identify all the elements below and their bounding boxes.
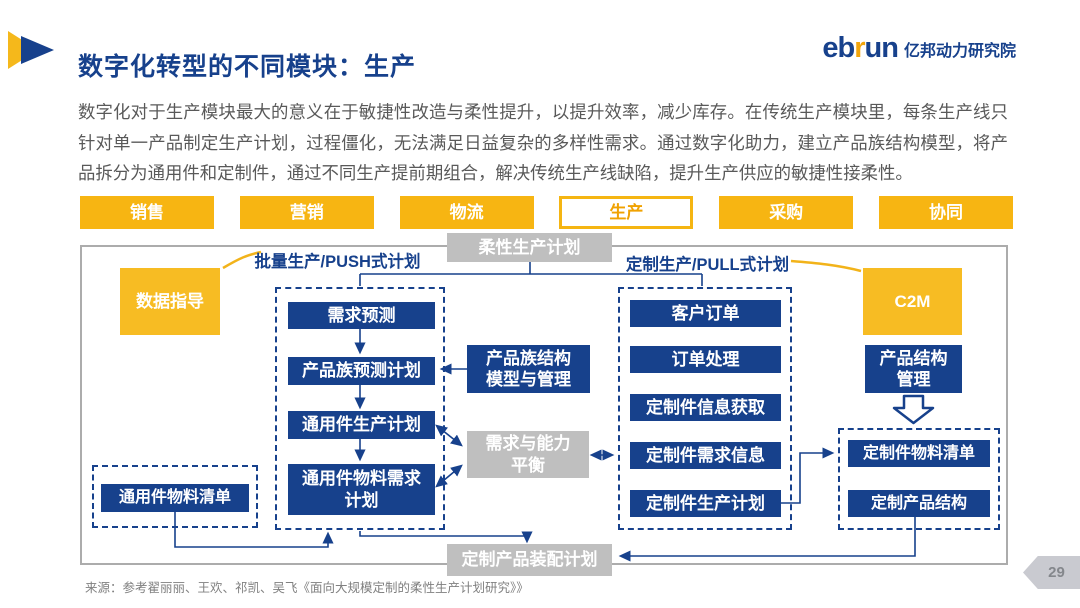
tab-marketing[interactable]: 营销 (239, 196, 374, 229)
node-demand-forecast: 需求预测 (288, 302, 435, 329)
tab-procurement[interactable]: 采购 (719, 196, 854, 229)
intro-paragraph: 数字化对于生产模块最大的意义在于敏捷性改造与柔性提升，以提升效率，减少库存。在传… (78, 102, 1008, 184)
label-pull-plan: 定制生产/PULL式计划 (625, 256, 790, 274)
label-push-plan: 批量生产/PUSH式计划 (254, 253, 421, 271)
source-note: 来源：参考翟丽丽、王欢、祁凯、吴飞《面向大规模定制的柔性生产计划研究》》 (85, 581, 529, 595)
tab-collaboration[interactable]: 协同 (878, 196, 1013, 229)
module-tabs: 销售 营销 物流 生产 采购 协同 (80, 196, 1013, 229)
node-order-processing: 订单处理 (630, 346, 781, 373)
node-customer-order: 客户订单 (630, 300, 781, 327)
group-common-bom (92, 465, 258, 528)
ebrun-logo: ebrun 亿邦动力研究院 (822, 34, 1016, 63)
ebrun-logo-cn: 亿邦动力研究院 (903, 42, 1016, 60)
node-common-parts-production-plan: 通用件生产计划 (288, 411, 435, 439)
node-custom-parts-bom: 定制件物料清单 (848, 440, 990, 467)
page-number-badge: 29 (1023, 556, 1080, 589)
node-demand-capacity-balance: 需求与能力 平衡 (467, 431, 589, 478)
tab-sales[interactable]: 销售 (80, 196, 214, 229)
node-common-parts-material-requirement-plan: 通用件物料需求 计划 (288, 464, 435, 515)
ebrun-logo-wordmark: ebrun (822, 32, 899, 64)
tab-logistics[interactable]: 物流 (399, 196, 534, 229)
node-product-family-forecast-plan: 产品族预测计划 (288, 357, 435, 385)
node-product-structure-management: 产品结构 管理 (865, 345, 962, 393)
tab-production[interactable]: 生产 (559, 196, 694, 229)
node-common-parts-bom: 通用件物料清单 (101, 484, 249, 512)
page-title: 数字化转型的不同模块：生产 (78, 52, 417, 81)
node-custom-product-structure: 定制产品结构 (848, 490, 990, 517)
group-push-plan (275, 287, 445, 530)
node-custom-parts-production-plan: 定制件生产计划 (630, 490, 781, 517)
node-product-family-structure-model: 产品族结构 模型与管理 (467, 345, 590, 393)
node-data-guide: 数据指导 (120, 268, 220, 335)
title-arrow-icon (8, 30, 58, 70)
group-custom-bom (838, 428, 1000, 530)
node-custom-product-assembly-plan: 定制产品装配计划 (447, 544, 612, 576)
group-pull-plan (618, 287, 792, 530)
node-custom-parts-demand-info: 定制件需求信息 (630, 442, 781, 469)
node-c2m: C2M (863, 268, 962, 335)
node-custom-parts-info-acquisition: 定制件信息获取 (630, 394, 781, 421)
node-flexible-production-plan: 柔性生产计划 (447, 233, 612, 262)
